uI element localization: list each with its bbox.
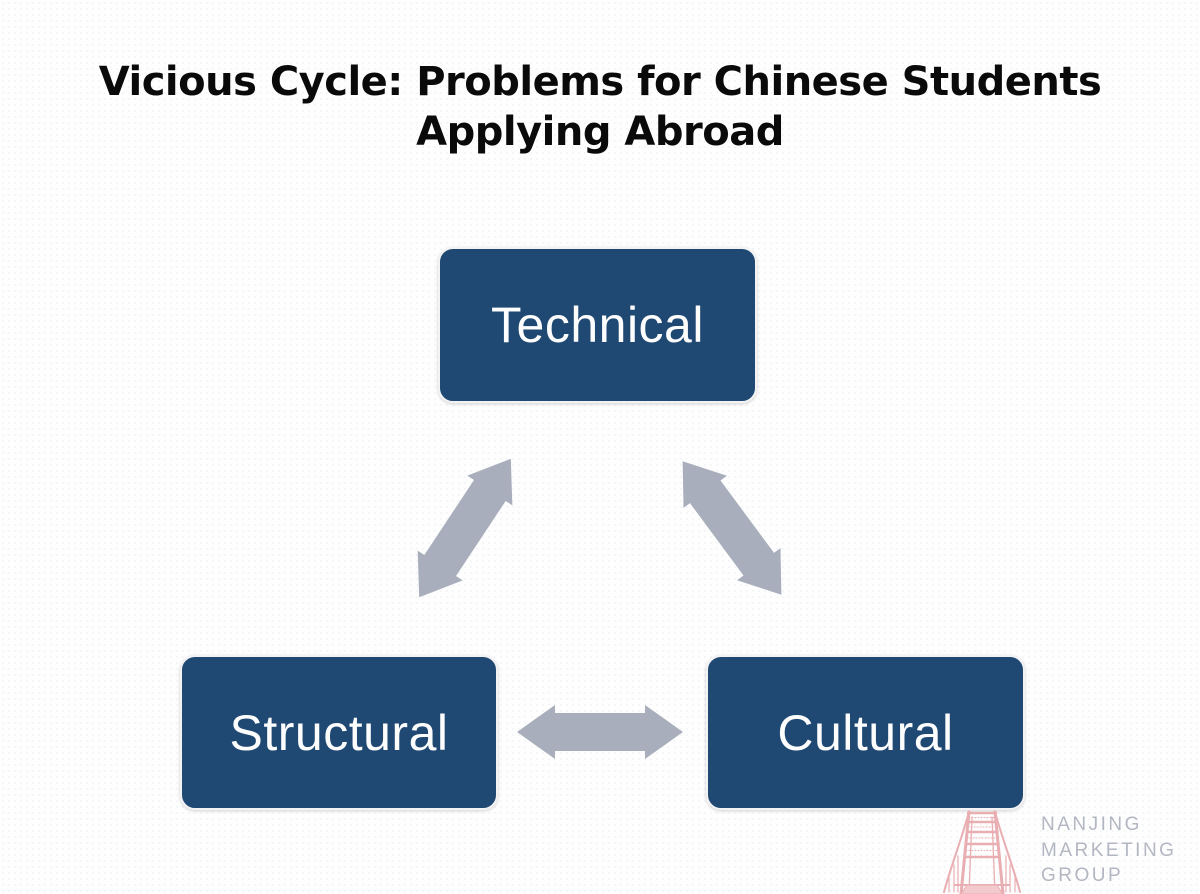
node-cultural: Cultural (706, 655, 1025, 810)
logo-wordmark-line-3: GROUP (1041, 865, 1124, 886)
slide-title-line-2: Applying Abroad (416, 109, 784, 155)
double-arrow-technical-cultural-icon (682, 461, 782, 595)
slide-title: Vicious Cycle: Problems for Chinese Stud… (0, 57, 1200, 157)
logo-wordmark-line-1: NANJING (1041, 814, 1142, 835)
slide-title-line-1: Vicious Cycle: Problems for Chinese Stud… (98, 59, 1102, 105)
node-cultural-label: Cultural (777, 704, 954, 761)
double-arrow-structural-cultural-icon (517, 705, 683, 759)
node-technical: Technical (438, 247, 757, 403)
logo-wordmark-line-2: MARKETING (1041, 839, 1177, 861)
logo-wordmark: NANJING MARKETING GROUP (1041, 812, 1200, 889)
double-arrow-technical-structural-icon (417, 458, 513, 598)
node-structural-label: Structural (229, 704, 449, 761)
node-structural: Structural (180, 655, 498, 810)
bridge-icon (943, 810, 1021, 894)
node-technical-label: Technical (491, 297, 704, 353)
